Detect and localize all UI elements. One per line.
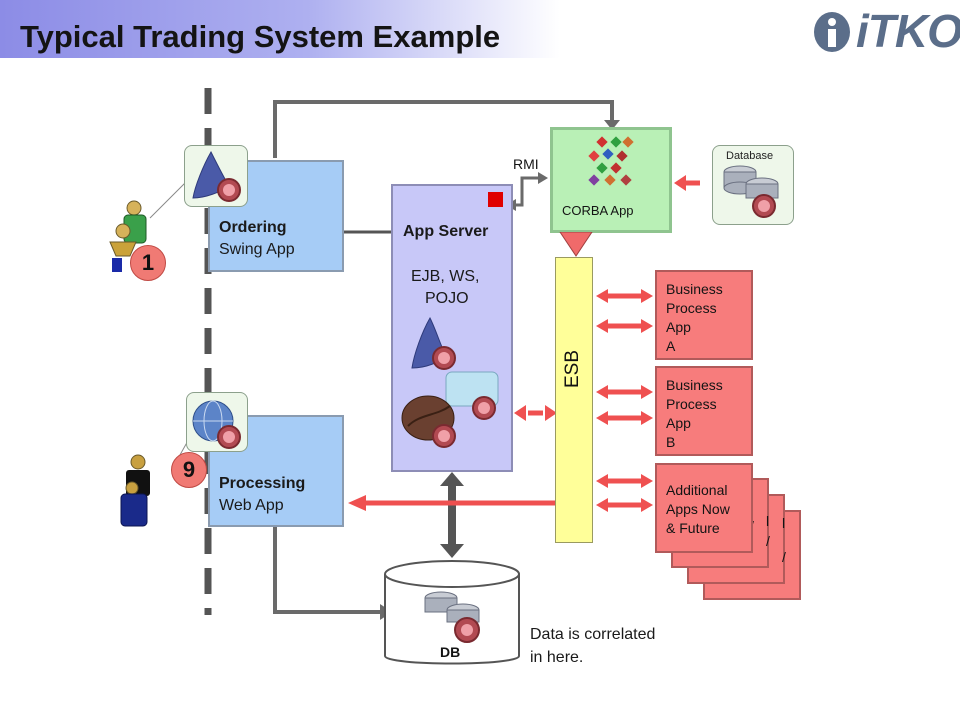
bpb-line-1: Business bbox=[666, 377, 723, 393]
bpb-line-3: App bbox=[666, 415, 691, 431]
bpa-line-3: App bbox=[666, 319, 691, 335]
step-badge-9: 9 bbox=[171, 452, 207, 488]
database-label: Database bbox=[726, 150, 774, 162]
business-process-app-b bbox=[655, 366, 753, 456]
bpa-line-2: Process bbox=[666, 300, 717, 316]
diamond-cluster bbox=[588, 136, 634, 186]
step-badge-1: 1 bbox=[130, 245, 166, 281]
trader-user-icon bbox=[109, 200, 147, 272]
bpb-line-2: Process bbox=[666, 396, 717, 412]
note-line-1: Data is correlated bbox=[530, 626, 656, 643]
itko-logo bbox=[814, 12, 850, 52]
processing-db-line bbox=[273, 526, 384, 614]
web-icon-box bbox=[186, 392, 248, 452]
corba-esb-connector bbox=[559, 232, 593, 257]
bpa-line-4: A bbox=[666, 338, 676, 354]
bpa-line-1: Business bbox=[666, 281, 723, 297]
app-server-icons bbox=[401, 316, 499, 448]
esb-bar bbox=[555, 257, 593, 543]
red-square-marker bbox=[488, 192, 503, 207]
additional-line-1: Additional bbox=[666, 482, 728, 498]
stack-fragment-4: / bbox=[766, 533, 770, 549]
ordering-to-corba-line bbox=[273, 100, 614, 158]
database-icon bbox=[723, 165, 779, 218]
corba-label: CORBA App bbox=[562, 203, 634, 218]
processor-user-icon bbox=[120, 454, 150, 527]
rmi-connector bbox=[512, 176, 540, 207]
bpb-line-4: B bbox=[666, 434, 676, 450]
swing-icon-box bbox=[184, 145, 248, 207]
note-line-2: in here. bbox=[530, 649, 584, 666]
title-band bbox=[0, 0, 560, 58]
esb-label: ESB bbox=[562, 349, 583, 388]
additional-apps-card bbox=[655, 463, 753, 553]
app-server-title: App Server bbox=[403, 223, 489, 240]
additional-line-2: Apps Now bbox=[666, 501, 730, 517]
rmi-label: RMI bbox=[513, 156, 539, 172]
processing-title: Processing bbox=[219, 475, 306, 492]
stack-fragment-2: / bbox=[782, 549, 786, 565]
processing-subtitle: Web App bbox=[219, 497, 284, 514]
db-cylinder bbox=[384, 560, 520, 665]
additional-line-3: & Future bbox=[666, 520, 720, 536]
page-title: Typical Trading System Example bbox=[20, 19, 501, 54]
ordering-subtitle: Swing App bbox=[219, 241, 295, 258]
stack-fragment-1: l bbox=[782, 515, 786, 531]
logo-text: iTKO bbox=[856, 5, 960, 57]
corba-cluster-icon bbox=[588, 136, 634, 186]
ordering-title: Ordering bbox=[219, 219, 287, 236]
business-process-app-a bbox=[655, 270, 753, 360]
app-server-line2: POJO bbox=[425, 290, 469, 307]
globe-icon bbox=[192, 400, 241, 449]
db-label: DB bbox=[440, 644, 461, 660]
stack-fragment-3: l bbox=[766, 513, 770, 529]
app-server-line1: EJB, WS, bbox=[411, 268, 480, 285]
sail-icon bbox=[192, 150, 241, 202]
